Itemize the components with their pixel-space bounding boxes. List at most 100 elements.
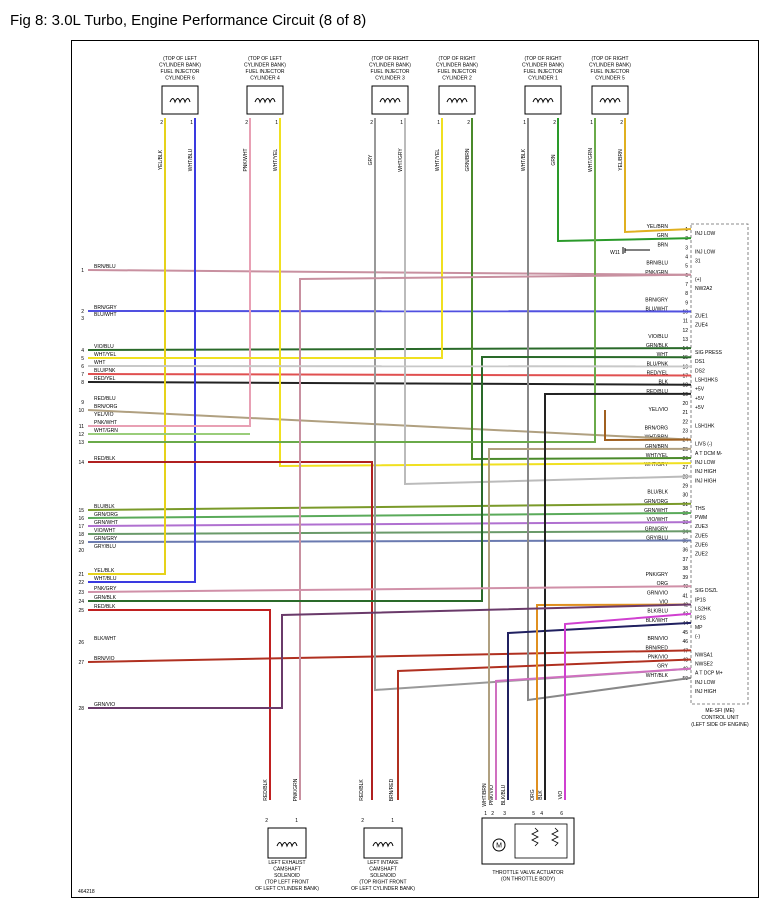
left-pin-number: 17 (78, 524, 84, 530)
ecu-pin-function: LS2HK (695, 607, 712, 613)
ecu-pin-function: INJ HIGH (695, 469, 717, 475)
left-pin-label: BRN/BLU (94, 264, 116, 270)
solenoid-label: (TOP RIGHT FRONT (359, 880, 406, 886)
ecu-pin-number: 5 (685, 264, 688, 270)
harness-wire (397, 658, 692, 800)
throttle-label: THROTTLE VALVE ACTUATOR (492, 870, 564, 876)
ecu-pin-wire-label: PNK/GRY (646, 572, 669, 578)
ecu-pin-function: SIG DSZL (695, 588, 718, 594)
harness-wire (87, 269, 692, 276)
injector-wire-label: GRN/BRN (465, 148, 471, 171)
left-pin-label: PNK/GRY (94, 586, 117, 592)
harness-wire (88, 461, 373, 800)
injector-pin: 1 (590, 120, 593, 126)
ecu-pin-number: 17 (682, 374, 688, 380)
left-pin-label: RED/BLU (94, 396, 116, 402)
left-pin-label: GRN/GRY (94, 536, 118, 542)
harness-wire (495, 667, 692, 800)
left-pin-number: 13 (78, 440, 84, 446)
solenoid-wire-label: RED/BLK (263, 779, 269, 801)
ecu-pin-number: 38 (682, 566, 688, 572)
ecu-pin-wire-label: GRY (657, 664, 668, 670)
ecu-pin-function: INJ HIGH (695, 478, 717, 484)
ecu-pin-number: 39 (682, 575, 688, 581)
ecu-pin-function: ZUE1 (695, 313, 708, 319)
injector-label: CYLINDER 3 (375, 76, 405, 82)
injector-wire-label: WHT/YEL (273, 149, 279, 171)
ecu-pin-number: 21 (682, 410, 688, 416)
ecu-pin-number: 37 (682, 557, 688, 563)
ecu-pin-wire-label: ORG (657, 581, 669, 587)
harness-wire (87, 539, 692, 543)
harness-wire (544, 392, 692, 800)
solenoid-wire-label: BRN/RED (389, 778, 395, 801)
left-pin-number: 25 (78, 608, 84, 614)
harness-wire (88, 609, 271, 800)
ecu-pin-function: INJ LOW (695, 680, 716, 686)
injector-pin: 1 (190, 120, 193, 126)
harness-wire (88, 402, 691, 403)
injector-3-body (371, 85, 409, 115)
ecu-pin-number: 15 (682, 355, 688, 361)
throttle-pin: 3 (503, 811, 506, 817)
ecu-pin-wire-label: GRN/WHT (644, 508, 668, 514)
injector-label: FUEL INJECTOR (591, 69, 630, 75)
solenoid-label: SOLENOID (274, 873, 300, 879)
ecu-pin-wire-label: BRN (657, 242, 668, 248)
ecu-pin-number: 11 (683, 319, 688, 325)
ecu-pin-function: A T DCM M- (695, 451, 723, 457)
injector-wire-label: PNK/WHT (243, 148, 249, 171)
left-pin-number: 8 (81, 380, 84, 386)
left-pin-number: 14 (78, 460, 84, 466)
ecu-pin-function: NWSA1 (695, 652, 713, 658)
left-pin-label: BLU/BLK (94, 504, 115, 510)
injector-wire (527, 118, 692, 702)
ecu-pin-wire-label: WHT (657, 352, 668, 358)
left-pin-label: VIO/WHT (94, 528, 115, 534)
ecu-pin-number: 10 (682, 309, 688, 315)
left-pin-number: 15 (78, 508, 84, 514)
ecu-pin-function: THS (695, 506, 706, 512)
motor-icon (492, 838, 506, 852)
ecu-pin-number: 29 (682, 483, 688, 489)
injector-coil-icon (169, 98, 191, 104)
ecu-pin-function: LSH1HK (695, 423, 715, 429)
injector-pin: 1 (437, 120, 440, 126)
ecu-pin-function: INJ HIGH (695, 689, 717, 695)
injector-label: CYLINDER 4 (250, 76, 280, 82)
injector-coil-icon (532, 98, 554, 104)
injector-label: CYLINDER BANK) (589, 63, 631, 69)
ecu-pin-function: A T DCP M+ (695, 671, 723, 677)
ecu-pin-function: IP2S (695, 616, 707, 622)
injector-pin: 1 (523, 120, 526, 126)
ecu-pin-wire-label: BLU/PNK (647, 361, 669, 367)
ecu-pin-function: NW2A2 (695, 286, 712, 292)
injector-6-body (591, 85, 629, 115)
throttle-wire-label: BLK/BLU (501, 784, 507, 805)
injector-wire-label: WHT/YEL (435, 149, 441, 171)
diagram-frame (71, 40, 759, 898)
harness-wire (87, 409, 692, 441)
harness-wire (88, 632, 691, 642)
ecu-label: (LEFT SIDE OF ENGINE) (691, 722, 749, 728)
ecu-pin-wire-label: WHT/YEL (646, 453, 668, 459)
ecu-pin-number: 3 (685, 245, 688, 251)
left-pin-label: GRN/WHT (94, 520, 118, 526)
injector-pin: 1 (275, 120, 278, 126)
injector-wire-label: WHT/BLK (521, 148, 527, 171)
ecu-pin-wire-label: GRN/GRY (645, 526, 669, 532)
throttle-pin: 6 (560, 811, 563, 817)
ecu-pin-function: INJ LOW (695, 249, 716, 255)
left-pin-label: YEL/VIO (94, 412, 114, 418)
injector-label: CYLINDER BANK) (159, 63, 201, 69)
ecu-pin-wire-label: VIO (659, 600, 668, 606)
ecu-pin-wire-label: BLU/WHT (646, 306, 669, 312)
left-pin-label: GRN/ORG (94, 512, 118, 518)
injector-wire (279, 118, 692, 468)
ecu-pin-number: 4 (685, 254, 688, 260)
ecu-pin-function: ZUE3 (695, 524, 708, 530)
ecu-pin-number: 23 (682, 429, 688, 435)
injector-label: CYLINDER BANK) (522, 63, 564, 69)
harness-wire (87, 347, 692, 351)
